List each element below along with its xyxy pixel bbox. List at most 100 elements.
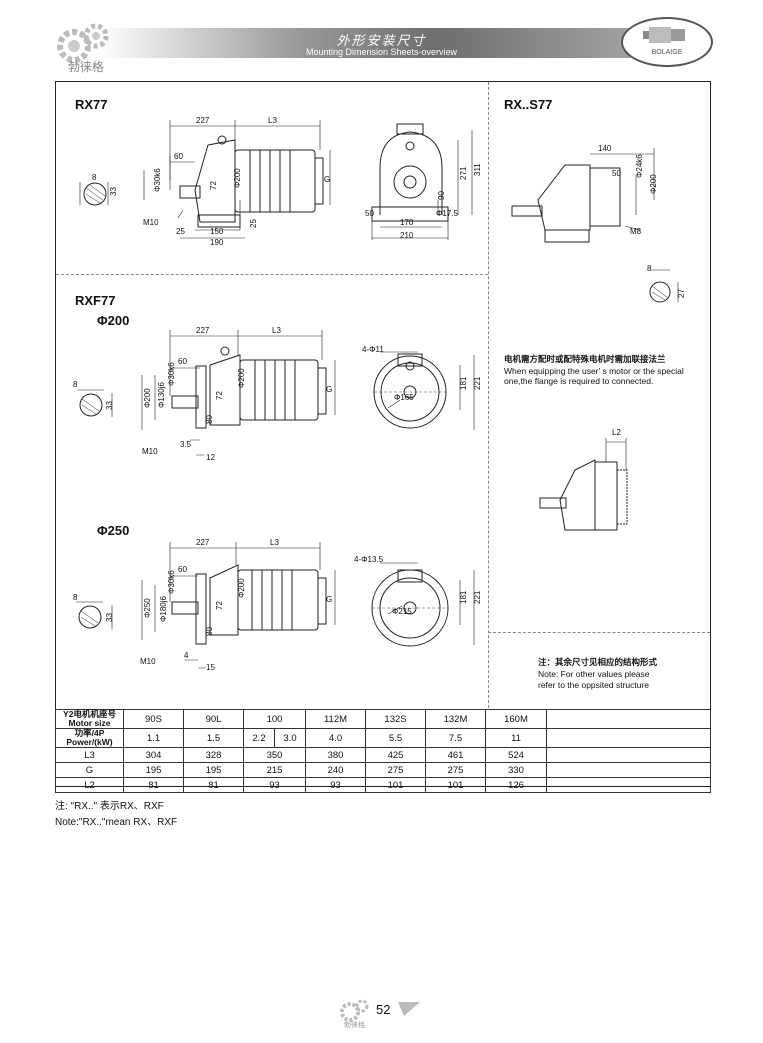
dim-label: Φ180j6 — [159, 595, 168, 622]
table-row: 功率/4P Power/(kW) 1.1 1.5 2.2 3.0 4.0 5.5… — [55, 728, 711, 748]
table-cell: 425 — [365, 747, 426, 763]
header-banner — [100, 28, 660, 58]
dim-label: Φ30k6 — [167, 570, 176, 594]
dim-label: Φ17.5 — [436, 209, 459, 218]
dim-label: 15 — [206, 663, 215, 672]
section-title-phi250: Φ250 — [97, 523, 130, 538]
dim-label: Φ165 — [394, 393, 414, 402]
dim-label: Φ200 — [237, 578, 246, 598]
l2-flange-view — [539, 438, 628, 531]
table-cell: 195 — [123, 762, 184, 778]
section-title-rx77: RX77 — [75, 97, 108, 112]
table-cell: 101 — [365, 777, 426, 793]
rxf200-shaft-section — [78, 389, 113, 417]
rxf200-side-view — [171, 346, 327, 429]
dim-label: 60 — [178, 357, 187, 366]
rx77-side-view — [179, 135, 324, 228]
table-cell — [546, 747, 711, 763]
other-note-cn: 注：其余尺寸见相应的结构形式 — [538, 657, 658, 667]
dim-label: 3.5 — [180, 440, 192, 449]
dim-label: 181 — [459, 376, 468, 390]
dim-label: 140 — [598, 144, 612, 153]
dim-label: 27 — [677, 289, 686, 298]
dim-label: 60 — [174, 152, 183, 161]
footnote-cn: 注: "RX.." 表示RX、RXF — [55, 801, 164, 812]
table-row: Y2电机机座号 Motor size 90S 90L 100 112M 132S… — [55, 709, 711, 729]
rxs77-side-view — [511, 164, 621, 243]
table-cell — [546, 777, 711, 793]
dim-label: 210 — [400, 231, 414, 240]
table-cell: 2.2 — [243, 728, 275, 748]
dim-label: 25 — [176, 227, 185, 236]
table-cell: 330 — [485, 762, 547, 778]
dim-label: Φ200 — [237, 368, 246, 388]
brand-badge: BOLAIGE — [621, 17, 713, 67]
dim-label: Φ30k6 — [167, 362, 176, 386]
row-label: G — [55, 762, 124, 778]
dim-label: 150 — [210, 227, 224, 236]
rxf200-front-dimensions — [380, 351, 475, 430]
dim-label: M10 — [140, 657, 156, 666]
gear-logo-icon — [57, 23, 109, 63]
dim-label: 60 — [178, 565, 187, 574]
table-cell: 90S — [123, 709, 184, 729]
dim-label: Φ250 — [143, 598, 152, 618]
page-arrow-icon — [398, 1002, 420, 1016]
table-cell: 11 — [485, 728, 547, 748]
dim-label: 33 — [109, 187, 118, 196]
table-cell: 4.0 — [305, 728, 366, 748]
dim-label: 227 — [196, 538, 210, 547]
dim-label: 50 — [612, 169, 621, 178]
dim-label: 72 — [209, 181, 218, 190]
table-cell: 524 — [485, 747, 547, 763]
divider-horizontal-right — [488, 632, 710, 633]
divider-vertical — [488, 82, 489, 708]
dim-label: 72 — [215, 391, 224, 400]
rxf250-shaft-section — [76, 601, 113, 629]
dim-label: 90 — [437, 191, 446, 200]
rxf200-front-view — [373, 353, 447, 429]
other-note-en-2: refer to the oppsited structure — [538, 680, 650, 690]
table-cell: 100 — [243, 709, 306, 729]
section-title-rxs77: RX..S77 — [504, 97, 553, 112]
dim-label: 33 — [105, 401, 114, 410]
dim-label: Φ200 — [649, 174, 658, 194]
dim-label: Φ200 — [233, 168, 242, 188]
footer-logo-text: 勃徕格 — [344, 1022, 365, 1029]
dim-label: 8 — [73, 380, 78, 389]
dim-label: 170 — [400, 218, 414, 227]
power-header: 功率/4P Power/(kW) — [55, 728, 124, 748]
dim-label: 33 — [105, 613, 114, 622]
dim-label: 190 — [210, 238, 224, 247]
spec-table: Y2电机机座号 Motor size 90S 90L 100 112M 132S… — [55, 709, 711, 793]
dim-label: 4-Φ11 — [362, 345, 384, 354]
table-cell: 81 — [183, 777, 244, 793]
rx77-front-view — [371, 123, 449, 222]
dim-label: Φ130j6 — [157, 381, 166, 408]
table-cell: 112M — [305, 709, 366, 729]
dim-label: 12 — [206, 453, 215, 462]
table-cell: 5.5 — [365, 728, 426, 748]
table-cell: 195 — [183, 762, 244, 778]
flange-note-en-2: one,the flange is required to connected. — [504, 376, 654, 386]
rxs77-shaft-section — [649, 269, 679, 303]
rxf250-dimensions — [141, 542, 336, 669]
rxf200-dimensions — [141, 330, 336, 456]
table-cell: 1.5 — [183, 728, 244, 748]
row-label: L2 — [55, 777, 124, 793]
dim-label: 227 — [196, 326, 210, 335]
dim-label: 25 — [249, 219, 258, 228]
table-row: G 195 195 215 240 275 275 330 — [55, 762, 711, 778]
dim-label: 4 — [184, 651, 189, 660]
row-label: L3 — [55, 747, 124, 763]
dim-label: G — [326, 595, 332, 604]
dim-label: M8 — [630, 227, 642, 236]
dim-label: 4-Φ13.5 — [354, 555, 384, 564]
dim-label: 181 — [459, 590, 468, 604]
page-number: 52 — [376, 1002, 391, 1017]
table-row: L3 304 328 350 380 425 461 524 — [55, 747, 711, 763]
motor-size-header: Y2电机机座号 Motor size — [55, 709, 124, 729]
dim-label: 227 — [196, 116, 210, 125]
table-cell: 101 — [425, 777, 486, 793]
table-cell: 132M — [425, 709, 486, 729]
